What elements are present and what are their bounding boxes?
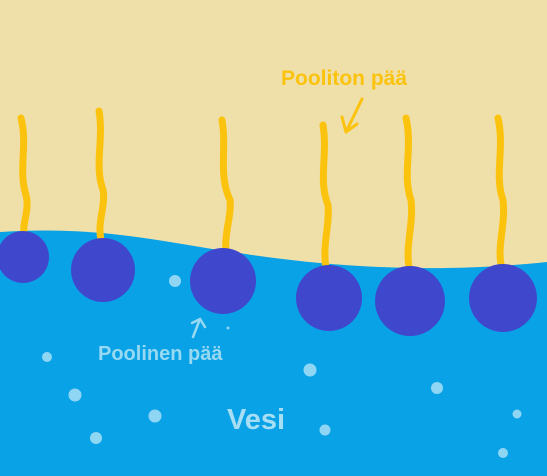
bubble [68,388,82,402]
polar-end-label: Poolinen pää [98,343,223,365]
molecule-tail [494,114,508,272]
bubble [169,275,181,287]
polar-arrow-head [190,317,207,329]
molecule-head [190,248,256,314]
bubble [303,363,317,377]
water-label: Vesi [227,404,285,436]
nonpolar-arrow-head [340,115,359,134]
molecule-tail [218,116,234,258]
molecule-tail [95,107,108,244]
water-bubbles [42,275,522,458]
bubble [498,448,508,458]
polar-arrow-shaft [191,317,202,339]
molecule-heads [0,231,537,336]
bubble [42,352,52,362]
molecule-tail [319,121,332,272]
bubble [319,424,331,436]
molecule-head [296,265,362,331]
bubble [90,432,102,444]
bubble [148,409,162,423]
molecule-tail [402,114,416,276]
bubble [226,326,230,330]
bubble [512,409,522,419]
nonpolar-arrow-shaft [344,97,364,134]
molecule-tails [17,107,508,276]
molecule-tail [17,114,31,240]
nonpolar-end-label: Pooliton pää [281,67,407,90]
molecule-head [469,264,537,332]
bubble [431,382,443,394]
molecule-head [375,266,445,336]
molecule-head [0,231,49,283]
molecule-head [71,238,135,302]
